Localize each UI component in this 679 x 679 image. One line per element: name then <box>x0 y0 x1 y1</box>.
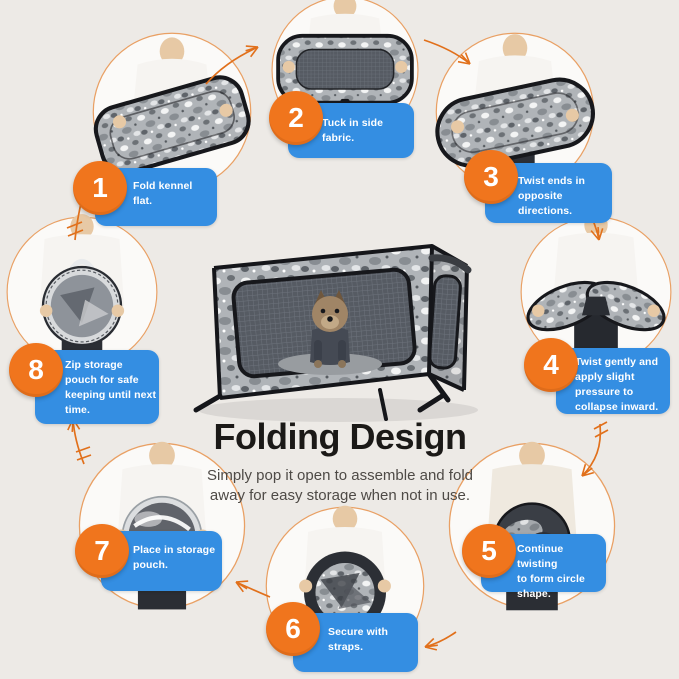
center-text-block: Folding Design Simply pop it open to ass… <box>168 416 512 506</box>
kennel-product-photo <box>180 214 496 426</box>
step-number-3: 3 <box>464 150 518 204</box>
step-number-2: 2 <box>269 91 323 145</box>
page-title: Folding Design <box>213 416 467 457</box>
arrow-step5-to-step6 <box>424 631 457 651</box>
pop-up-kennel-illustration <box>193 244 478 422</box>
step-number-1: 1 <box>73 161 127 215</box>
person-twisting-panel-ends-illustration <box>435 32 595 193</box>
page-subtitle: Simply pop it open to assemble and fold … <box>207 467 473 504</box>
step-number-8: 8 <box>9 343 63 397</box>
dog-illustration <box>278 290 382 375</box>
step-number-4: 4 <box>524 338 578 392</box>
step-number-6: 6 <box>266 602 320 656</box>
step-caption-2-text: Tuck in side fabric. <box>322 116 384 144</box>
step-photo-3 <box>433 30 597 194</box>
step-number-5: 5 <box>462 524 516 578</box>
step-number-7: 7 <box>75 524 129 578</box>
